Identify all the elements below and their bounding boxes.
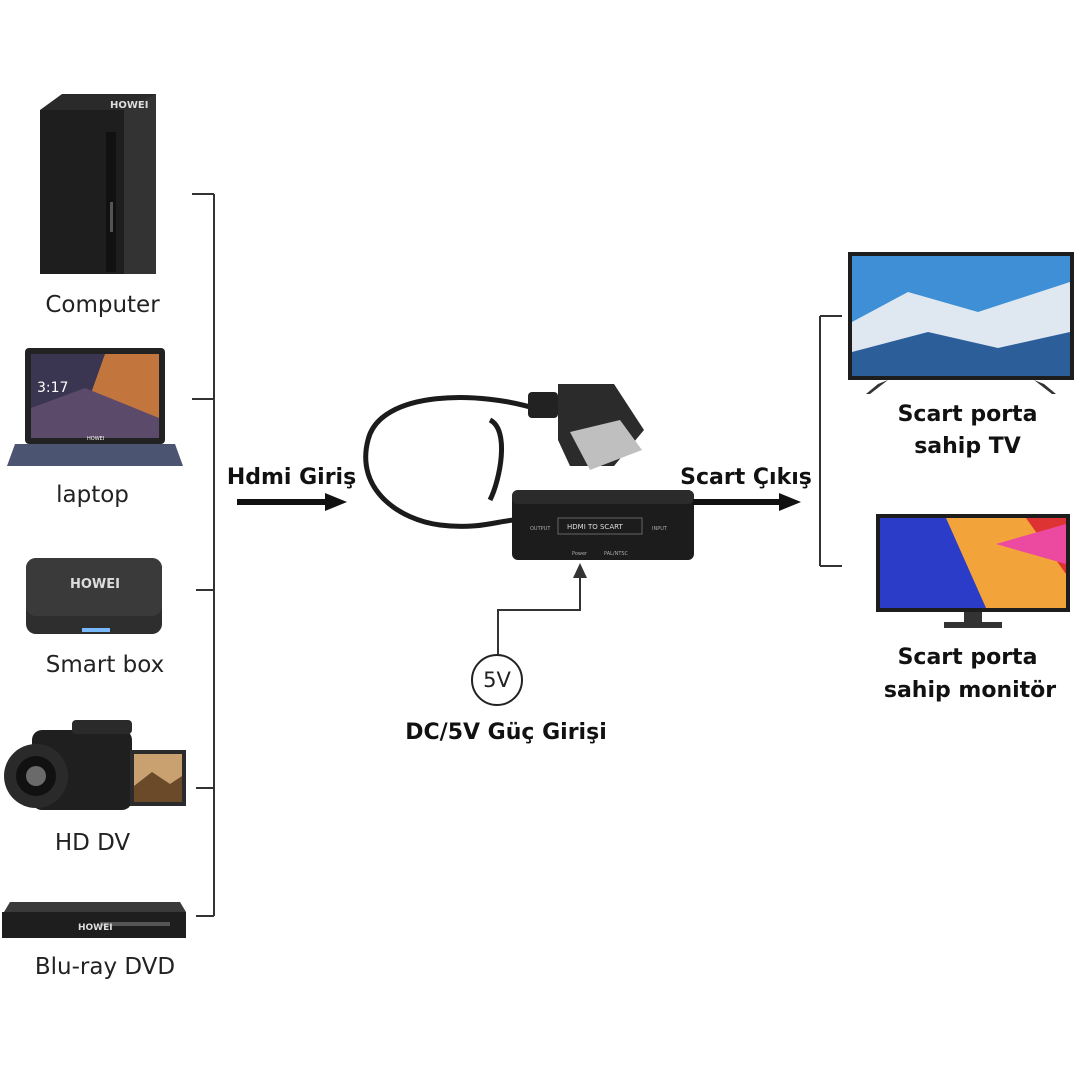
monitor-label-line1: Scart porta bbox=[897, 645, 1038, 670]
computer-tower-icon: HOWEI bbox=[40, 94, 156, 274]
source-label-bluray: Blu-ray DVD bbox=[34, 954, 176, 980]
input-arrow-icon bbox=[237, 493, 347, 511]
svg-text:3:17: 3:17 bbox=[37, 380, 68, 396]
svg-text:HOWEI: HOWEI bbox=[78, 923, 113, 933]
output-arrow-icon bbox=[693, 493, 801, 511]
svg-text:OUTPUT: OUTPUT bbox=[530, 526, 551, 532]
svg-text:INPUT: INPUT bbox=[652, 526, 668, 532]
svg-text:HOWEI: HOWEI bbox=[110, 100, 148, 111]
output-label: Scart Çıkış bbox=[680, 465, 812, 490]
source-label-smart-box: Smart box bbox=[45, 652, 165, 678]
svg-text:PAL/NTSC: PAL/NTSC bbox=[604, 551, 629, 557]
source-label-computer: Computer bbox=[45, 292, 160, 318]
camcorder-icon bbox=[4, 720, 186, 810]
monitor-label-line2: sahip monitör bbox=[883, 678, 1057, 703]
smart-box-icon: HOWEI bbox=[26, 558, 162, 634]
svg-text:Power: Power bbox=[572, 551, 588, 557]
source-label-hd-dv: HD DV bbox=[54, 830, 131, 856]
tv-icon bbox=[848, 252, 1074, 394]
power-5v-badge: 5V bbox=[471, 654, 523, 706]
converter-icon: HDMI TO SCART OUTPUT INPUT Power PAL/NTS… bbox=[363, 384, 694, 560]
tv-label-line1: Scart porta bbox=[897, 402, 1038, 427]
svg-text:HDMI TO SCART: HDMI TO SCART bbox=[567, 523, 623, 531]
source-label-laptop: laptop bbox=[56, 482, 129, 508]
monitor-icon bbox=[876, 514, 1070, 628]
tv-label-line2: sahip TV bbox=[914, 434, 1021, 459]
bluray-player-icon: HOWEI bbox=[2, 902, 186, 938]
input-label: Hdmi Giriş bbox=[226, 465, 357, 490]
laptop-icon: 3:17 HOWEI bbox=[7, 348, 183, 466]
power-label: DC/5V Güç Girişi bbox=[405, 720, 607, 745]
svg-text:HOWEI: HOWEI bbox=[70, 577, 120, 592]
svg-text:HOWEI: HOWEI bbox=[87, 436, 104, 442]
